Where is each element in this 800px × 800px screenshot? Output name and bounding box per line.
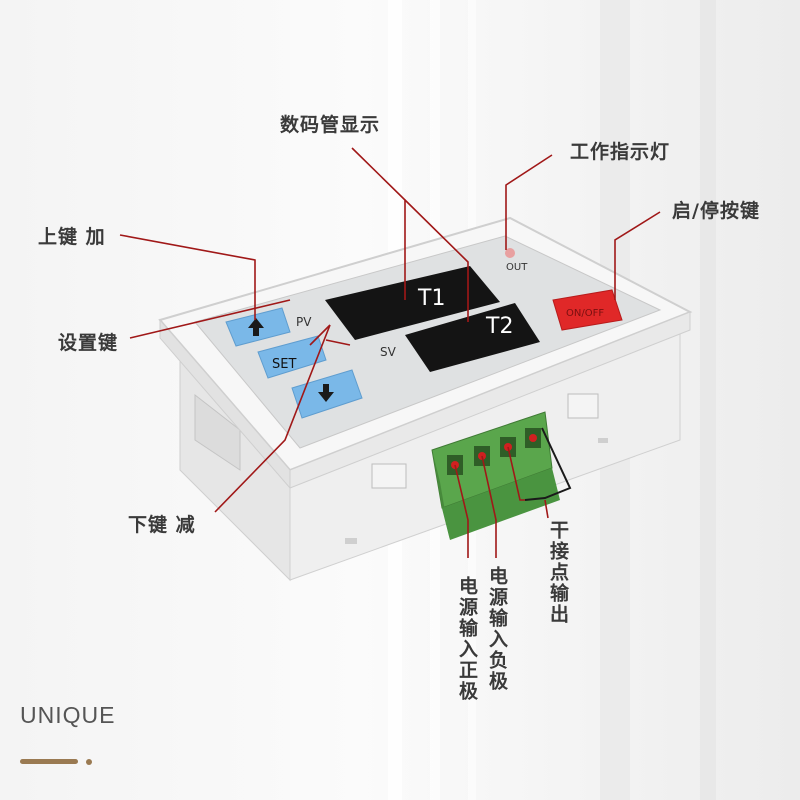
- label-set-key: 设置键: [58, 332, 119, 354]
- label-power-positive: 电源输入正极: [456, 576, 478, 702]
- out-led: [505, 248, 515, 258]
- display-pv: [325, 266, 500, 340]
- label-start-stop-key: 启/停按键: [672, 200, 760, 222]
- label-display: 数码管显示: [280, 114, 381, 136]
- t2-label: T2: [485, 314, 513, 339]
- t1-label: T1: [417, 286, 445, 311]
- label-dry-contact: 干接点输出: [547, 520, 569, 625]
- display-sv: [405, 303, 540, 372]
- label-down-key: 下键 减: [128, 514, 196, 536]
- label-work-indicator: 工作指示灯: [570, 141, 671, 163]
- pv-label: PV: [296, 315, 312, 329]
- onoff-button-label: ON/OFF: [566, 308, 604, 319]
- onoff-button: [552, 289, 623, 331]
- brand-accent-bar: [20, 759, 78, 764]
- label-up-key: 上键 加: [38, 226, 106, 248]
- set-button: [257, 335, 327, 379]
- sv-label: SV: [380, 345, 397, 359]
- brand-logo-text: UNIQUE: [20, 702, 116, 728]
- out-label: OUT: [506, 262, 528, 273]
- annotation-lines: [119, 147, 661, 558]
- label-power-negative: 电源输入负极: [486, 566, 508, 692]
- brand-accent-dot: [86, 759, 92, 765]
- set-button-label: SET: [272, 357, 296, 372]
